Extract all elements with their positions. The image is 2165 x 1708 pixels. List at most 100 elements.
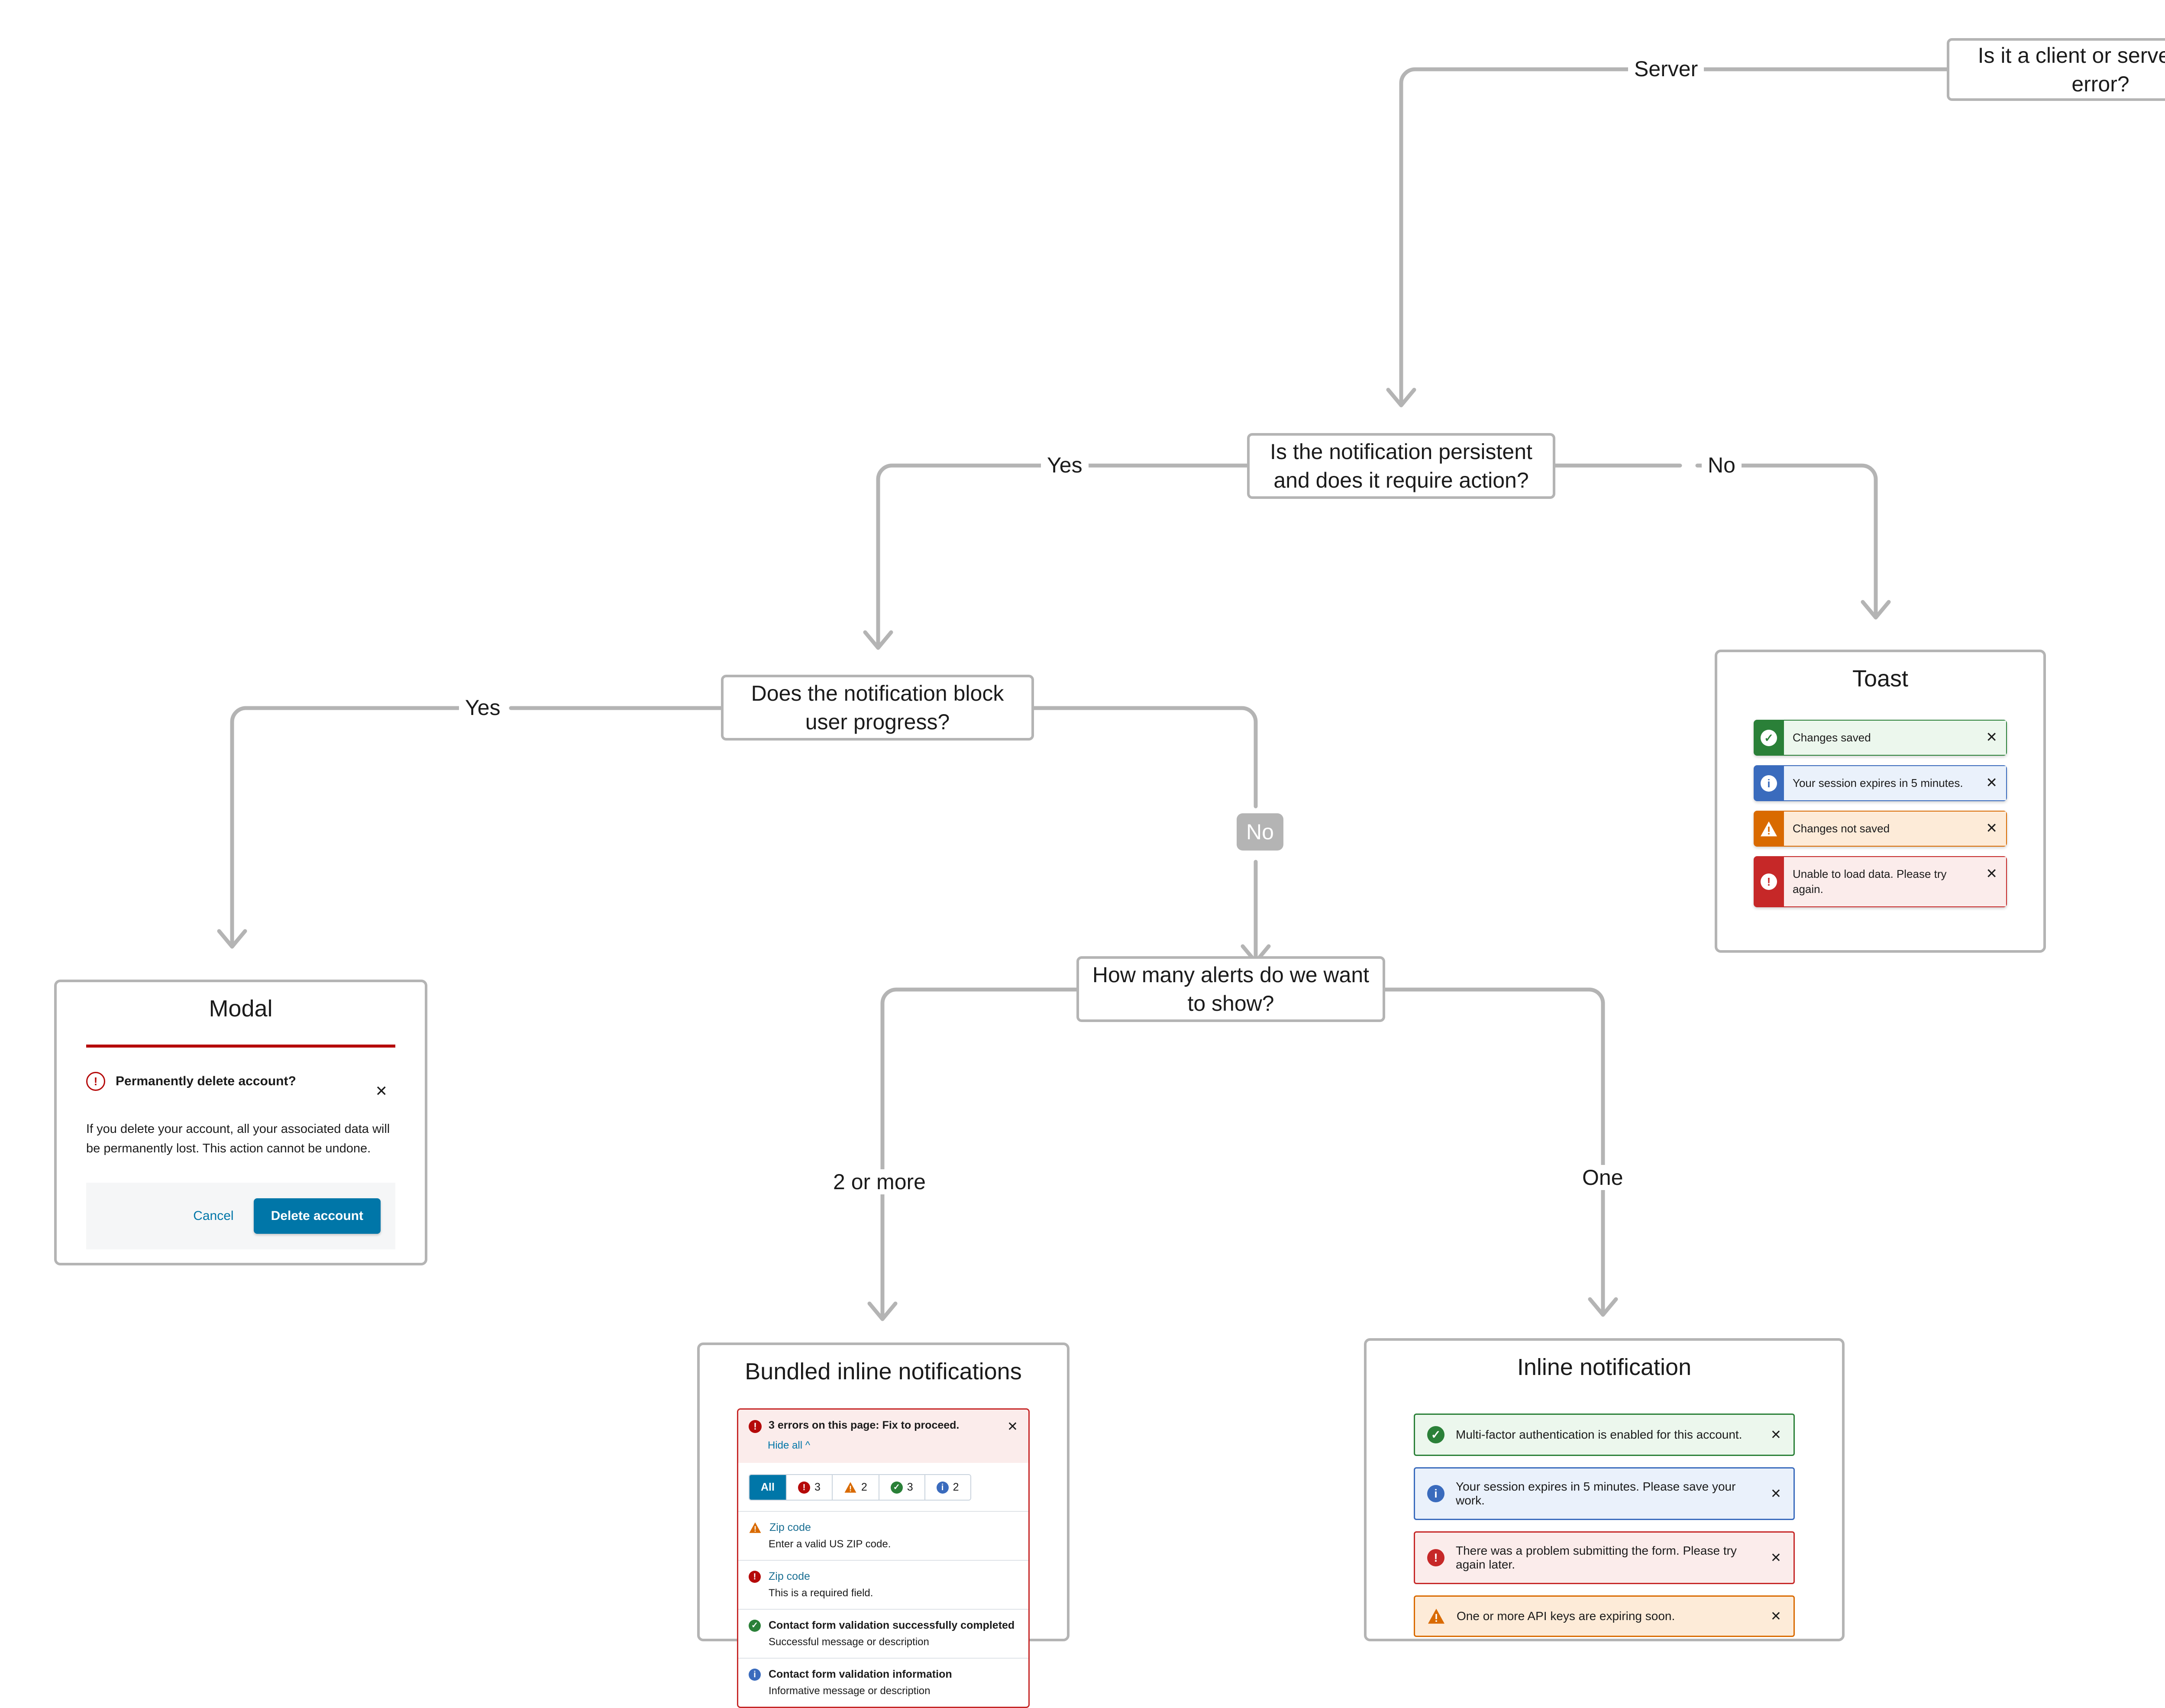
close-icon[interactable]: ✕ — [1770, 1550, 1781, 1565]
inline-message: Multi-factor authentication is enabled f… — [1456, 1428, 1742, 1441]
modal-footer: Cancel Delete account — [86, 1182, 395, 1249]
toast-body: Your session expires in 5 minutes. ✕ — [1784, 765, 2007, 802]
error-circle-outline-icon: ! — [86, 1072, 105, 1091]
bundled-summary-text: 3 errors on this page: Fix to proceed. — [769, 1419, 960, 1431]
filter-tab-warnings[interactable]: 2 — [832, 1475, 879, 1500]
close-icon[interactable]: ✕ — [1986, 729, 1997, 745]
edge-label-no-block[interactable]: No — [1237, 813, 1283, 851]
warning-triangle-icon — [844, 1482, 856, 1493]
inline-message: There was a problem submitting the form.… — [1456, 1544, 1737, 1571]
inline-notification-stack: ✓ Multi-factor authentication is enabled… — [1414, 1414, 1795, 1637]
modal-accent-rule — [86, 1045, 395, 1048]
decision-node-block-progress[interactable]: Does the notification block user progres… — [721, 675, 1034, 741]
close-icon[interactable]: ✕ — [1986, 775, 1997, 791]
bundled-item-desc: Enter a valid US ZIP code. — [769, 1538, 891, 1550]
edge-label-server: Server — [1628, 56, 1704, 81]
card-title: Inline notification — [1517, 1354, 1692, 1380]
cancel-button[interactable]: Cancel — [191, 1208, 236, 1224]
bundled-message-list: Zip code Enter a valid US ZIP code. ! Zi… — [738, 1511, 1028, 1707]
flowchart-canvas: Is it a client or server side error? Is … — [54, 38, 2165, 1708]
info-circle-icon: i — [1427, 1485, 1444, 1502]
check-circle-icon: ✓ — [749, 1619, 761, 1632]
toast-message: Unable to load data. Please try again. — [1793, 867, 1947, 896]
error-circle-icon: ! — [1427, 1549, 1444, 1566]
bundled-item-title[interactable]: Zip code — [769, 1570, 810, 1582]
decision-node-how-many-alerts[interactable]: How many alerts do we want to show? — [1076, 956, 1385, 1022]
inline-message: One or more API keys are expiring soon. — [1457, 1609, 1675, 1623]
filter-tab-success[interactable]: ✓ 3 — [879, 1475, 925, 1500]
card-bundled-inline-notifications: Bundled inline notifications ! 3 errors … — [697, 1342, 1070, 1708]
hide-all-toggle[interactable]: Hide all ^ — [768, 1440, 1018, 1452]
bundled-filter-tabs: All ! 3 2 ✓ 3 — [749, 1474, 971, 1501]
bundled-header: ! 3 errors on this page: Fix to proceed.… — [738, 1410, 1028, 1463]
card-title: Modal — [209, 996, 273, 1022]
check-circle-icon: ✓ — [1754, 720, 1784, 756]
bundled-list-item: ! Zip code This is a required field. — [738, 1560, 1028, 1609]
filter-tab-count: 3 — [907, 1481, 913, 1493]
decision-node-label: Is the notification persistent and does … — [1270, 440, 1532, 492]
edge-label-no-persistent: No — [1702, 453, 1742, 478]
hide-all-label: Hide all — [768, 1440, 803, 1451]
filter-tab-all[interactable]: All — [750, 1475, 787, 1500]
card-title: Bundled inline notifications — [745, 1359, 1022, 1385]
decision-node-label: How many alerts do we want to show? — [1092, 963, 1370, 1016]
edge-label-yes-persistent: Yes — [1041, 453, 1089, 478]
toast-item: ! Unable to load data. Please try again.… — [1754, 856, 2007, 908]
inline-notification-item: i Your session expires in 5 minutes. Ple… — [1414, 1467, 1795, 1520]
bundled-list-item: Zip code Enter a valid US ZIP code. — [738, 1511, 1028, 1560]
edge-label-yes-block: Yes — [459, 695, 507, 720]
error-circle-icon: ! — [1754, 856, 1784, 908]
warning-triangle-icon — [749, 1522, 761, 1533]
filter-tab-info[interactable]: i 2 — [925, 1475, 970, 1500]
warning-triangle-icon — [1428, 1608, 1444, 1624]
error-circle-icon: ! — [749, 1570, 761, 1583]
info-circle-icon: i — [936, 1481, 949, 1494]
decision-node-label: Is it a client or server side error? — [1978, 43, 2165, 96]
close-icon[interactable]: ✕ — [1986, 866, 1997, 882]
modal-heading: ! Permanently delete account? — [86, 1072, 395, 1091]
decision-node-label: Does the notification block user progres… — [751, 681, 1004, 734]
close-icon[interactable]: ✕ — [1986, 820, 1997, 836]
toast-stack: ✓ Changes saved ✕ i Your session expires… — [1754, 720, 2007, 908]
modal-heading-text: Permanently delete account? — [116, 1074, 296, 1088]
info-circle-icon: i — [749, 1668, 761, 1681]
check-circle-icon: ✓ — [1427, 1426, 1444, 1443]
inline-notification-item: ! There was a problem submitting the for… — [1414, 1531, 1795, 1584]
info-circle-icon: i — [1754, 765, 1784, 802]
toast-message: Your session expires in 5 minutes. — [1793, 776, 1963, 790]
edge-label-one: One — [1576, 1165, 1629, 1190]
bundled-item-title[interactable]: Zip code — [769, 1521, 811, 1533]
toast-body: Changes not saved ✕ — [1784, 811, 2007, 847]
bundled-alert: ! 3 errors on this page: Fix to proceed.… — [737, 1408, 1030, 1708]
inline-notification-item: One or more API keys are expiring soon. … — [1414, 1595, 1795, 1637]
filter-tab-errors[interactable]: ! 3 — [786, 1475, 833, 1500]
decision-node-client-or-server[interactable]: Is it a client or server side error? — [1947, 38, 2165, 101]
modal-body-text: If you delete your account, all your ass… — [86, 1122, 390, 1155]
close-icon[interactable]: ✕ — [1770, 1427, 1781, 1442]
chevron-up-icon: ^ — [805, 1440, 810, 1451]
check-circle-icon: ✓ — [890, 1481, 903, 1494]
card-inline-notification: Inline notification ✓ Multi-factor authe… — [1364, 1338, 1845, 1641]
edge-label-two-or-more: 2 or more — [827, 1169, 932, 1194]
toast-message: Changes not saved — [1793, 822, 1890, 835]
delete-account-button[interactable]: Delete account — [253, 1198, 381, 1234]
close-icon[interactable]: ✕ — [1770, 1609, 1781, 1624]
card-modal: Modal ✕ ! Permanently delete account? If… — [54, 980, 427, 1265]
inline-notification-item: ✓ Multi-factor authentication is enabled… — [1414, 1414, 1795, 1456]
decision-node-persistent-action[interactable]: Is the notification persistent and does … — [1247, 433, 1555, 499]
toast-message: Changes saved — [1793, 731, 1871, 744]
warning-triangle-icon — [1754, 811, 1784, 847]
toast-body: Unable to load data. Please try again. ✕ — [1784, 856, 2007, 908]
filter-tab-count: 3 — [814, 1481, 821, 1493]
bundled-item-desc: Informative message or description — [769, 1685, 931, 1697]
filter-tab-count: 2 — [953, 1481, 959, 1493]
bundled-item-title: Contact form validation successfully com… — [769, 1619, 1015, 1631]
card-toast: Toast ✓ Changes saved ✕ i Your session e… — [1715, 650, 2046, 953]
close-icon[interactable]: ✕ — [1770, 1486, 1781, 1501]
filter-tab-count: 2 — [861, 1481, 867, 1493]
close-icon[interactable]: ✕ — [1007, 1420, 1018, 1434]
bundled-list-item: ✓ Contact form validation successfully c… — [738, 1609, 1028, 1658]
close-icon[interactable]: ✕ — [375, 1083, 388, 1100]
toast-item: ✓ Changes saved ✕ — [1754, 720, 2007, 756]
toast-item: i Your session expires in 5 minutes. ✕ — [1754, 765, 2007, 802]
